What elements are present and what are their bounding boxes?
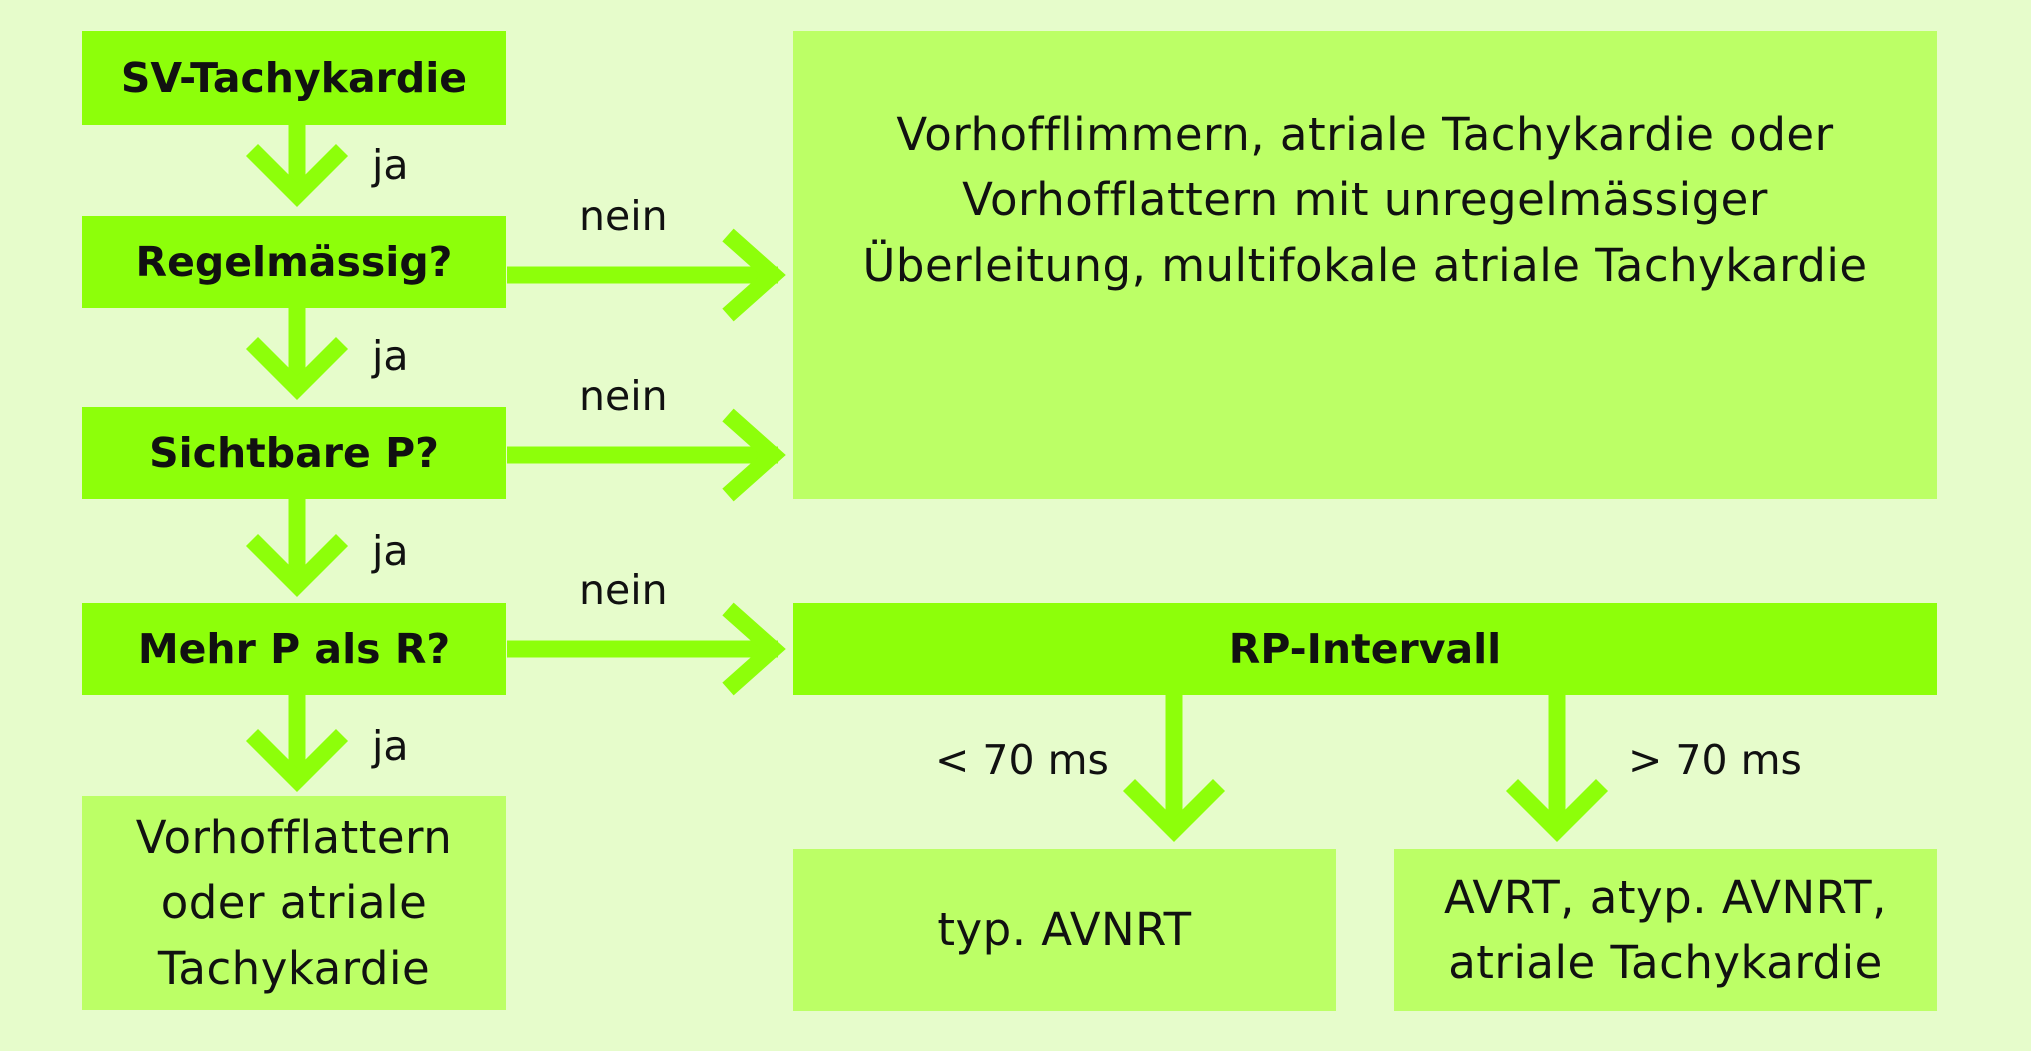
label-rp-short: < 70 ms: [935, 736, 1109, 784]
arrow-rp-long: [1505, 695, 1609, 843]
question-regular: Regelmässig?: [82, 216, 506, 308]
start-box: SV-Tachykardie: [82, 31, 506, 125]
arrow-rp-short: [1122, 695, 1226, 843]
label-ja-3: ja: [372, 527, 409, 575]
arrow-q2-to-q3: [245, 498, 349, 598]
arrow-q2-no: [507, 408, 786, 502]
arrow-q3-no: [507, 602, 786, 696]
result-atrial-flutter: Vorhofflattern oder atriale Tachykardie: [82, 796, 506, 1010]
question-more-p-than-r: Mehr P als R?: [82, 603, 506, 695]
label-ja-4: ja: [372, 722, 409, 770]
arrow-start-to-q1: [245, 125, 349, 208]
result-avrt: AVRT, atyp. AVNRT, atriale Tachykardie: [1394, 849, 1937, 1011]
rp-interval-box: RP-Intervall: [793, 603, 1937, 695]
label-nein-1: nein: [579, 192, 668, 240]
question-visible-p: Sichtbare P?: [82, 407, 506, 499]
label-ja-2: ja: [372, 332, 409, 380]
result-irregular: Vorhofflimmern, atriale Tachykardie oder…: [793, 31, 1937, 499]
label-ja-1: ja: [372, 141, 409, 189]
label-rp-long: > 70 ms: [1628, 736, 1802, 784]
arrow-q1-to-q2: [245, 308, 349, 401]
arrow-q3-to-result: [245, 695, 349, 793]
label-nein-3: nein: [579, 566, 668, 614]
arrow-q1-no: [507, 228, 786, 322]
result-typ-avnrt: typ. AVNRT: [793, 849, 1336, 1011]
label-nein-2: nein: [579, 372, 668, 420]
